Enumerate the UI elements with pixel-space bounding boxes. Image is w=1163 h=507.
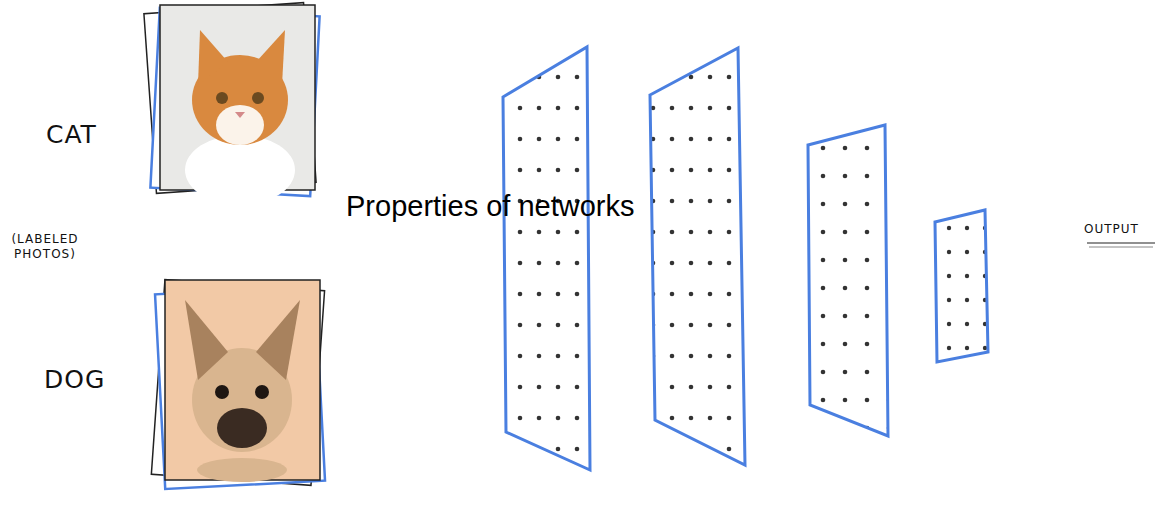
layer-panel: [503, 47, 590, 470]
slide-title: Properties of networks: [346, 190, 635, 223]
network-layers: [503, 47, 988, 470]
cat-photo-stack: [144, 3, 320, 205]
class-label: CAT: [46, 120, 166, 149]
output-underline: [1087, 243, 1155, 247]
note-label: (LABELED PHOTOS): [6, 232, 84, 262]
class-label: DOG: [44, 365, 164, 394]
layer-panel: [650, 48, 745, 465]
layer-panel: [808, 125, 888, 436]
output-label: OUTPUT: [1084, 222, 1163, 236]
dog-photo-stack: [151, 280, 325, 489]
layer-panel: [935, 210, 988, 362]
